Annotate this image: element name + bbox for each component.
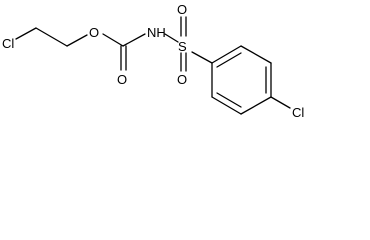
bond-cl-ch2	[15, 27, 37, 40]
chemical-structure: Cl O O NH S O O Cl	[2, 2, 304, 120]
bond-ring-2	[240, 45, 272, 64]
atom-nh: NH	[147, 25, 166, 40]
bond-ring-1	[211, 45, 242, 64]
bond-nh-s	[164, 33, 179, 43]
bond-ring-cl	[270, 96, 291, 109]
bond-ring-5	[211, 96, 242, 115]
bond-s-ring	[191, 51, 213, 64]
bond-ch2-ch2	[35, 27, 68, 47]
bond-o-c	[102, 33, 124, 47]
atom-cl-left: Cl	[2, 36, 14, 51]
bond-c-nh	[122, 33, 146, 47]
atom-cl-right: Cl	[292, 105, 304, 120]
atom-o-carbonyl: O	[117, 72, 127, 87]
atom-o-sulfonyl-top: O	[177, 2, 187, 17]
bond-ring-inner-1	[216, 52, 242, 68]
bond-ch2-o	[66, 34, 88, 47]
atom-o-ester: O	[89, 25, 99, 40]
bonds	[15, 16, 291, 115]
bond-ring-4	[240, 96, 272, 115]
bond-ring-inner-3	[216, 92, 242, 108]
atom-s: S	[178, 39, 187, 54]
atom-labels: Cl O O NH S O O Cl	[2, 2, 304, 120]
atom-o-sulfonyl-bottom: O	[177, 72, 187, 87]
